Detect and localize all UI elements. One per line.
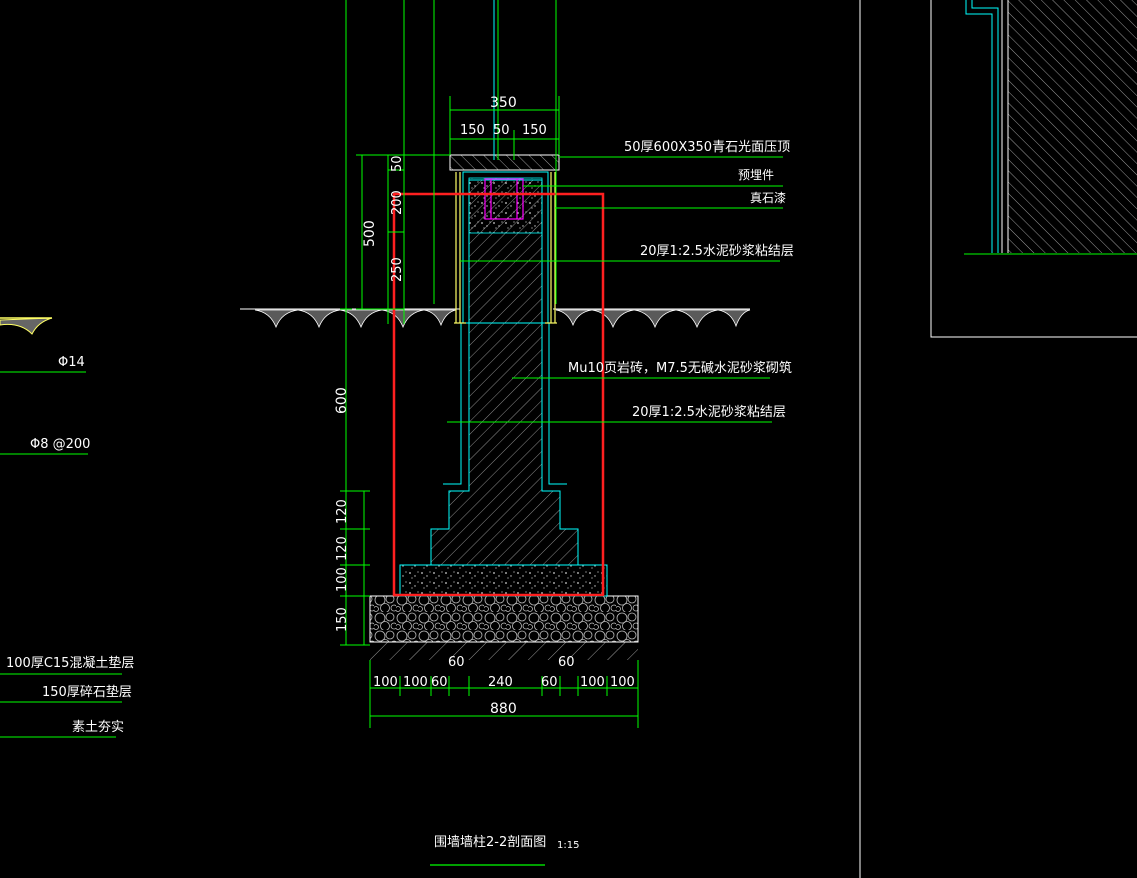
dim-step-offset-left: 60: [448, 655, 465, 670]
gravel-bed: [369, 595, 639, 643]
label-rebar-stirrup: Φ8 @200: [30, 437, 90, 452]
concrete-pad: [399, 564, 608, 597]
label-gravel-pad: 150厚碎石垫层: [42, 684, 132, 700]
dim-top-part-3: 150: [522, 123, 547, 138]
dim-left-step-2: 120: [335, 536, 350, 561]
dim-bottom-part-7: 100: [610, 675, 635, 690]
ground-surface: [240, 308, 751, 329]
label-mortar-top: 20厚1:2.5水泥砂浆粘结层: [640, 244, 794, 259]
label-soil: 素土夯实: [72, 720, 124, 735]
mortar-layer: [443, 323, 462, 485]
dim-bottom-part-4: 240: [488, 675, 513, 690]
label-rebar-main: Φ14: [58, 355, 85, 370]
dim-left-step-4: 150: [335, 607, 350, 632]
column-upper-block: [462, 171, 549, 324]
dim-bottom-part-6: 100: [580, 675, 605, 690]
label-mortar-bottom: 20厚1:2.5水泥砂浆粘结层: [632, 405, 786, 420]
adjacent-view: [859, 0, 1137, 878]
leader-lines: [447, 156, 783, 423]
label-stone-paint: 真石漆: [750, 191, 786, 205]
adjacent-drawing-left: [0, 317, 122, 738]
embedded-part: [484, 178, 524, 220]
dim-bottom-part-5: 60: [541, 675, 558, 690]
bluestone-cap: [449, 154, 560, 171]
dim-left-below-ground: 600: [334, 387, 350, 414]
dimension-bottom: [369, 660, 639, 728]
dim-bottom-total: 880: [490, 701, 517, 717]
dim-left-part-2: 200: [390, 190, 405, 215]
dim-bottom-part-1: 100: [373, 675, 398, 690]
compacted-soil: [370, 642, 638, 660]
highlight-box[interactable]: [392, 192, 605, 597]
dim-left-total: 500: [362, 220, 378, 247]
dim-bottom-part-3: 60: [431, 675, 448, 690]
drawing-scale: 1:15: [557, 840, 579, 851]
drawing-title: 围墙墙柱2-2剖面图: [434, 835, 546, 850]
dim-left-step-3: 100: [335, 567, 350, 592]
dim-top-total: 350: [490, 95, 517, 111]
dim-left-part-1: 50: [390, 155, 405, 172]
dim-left-step-1: 120: [335, 499, 350, 524]
label-embedded: 预埋件: [738, 168, 774, 182]
dim-bottom-part-2: 100: [403, 675, 428, 690]
dimension-left: [340, 154, 450, 646]
label-masonry: Mu10页岩砖，M7.5无碱水泥砂浆砌筑: [568, 360, 792, 376]
reference-lines: [345, 0, 557, 645]
dim-left-part-3: 250: [390, 257, 405, 282]
dim-top-part-1: 150: [460, 123, 485, 138]
dim-step-offset-right: 60: [558, 655, 575, 670]
dim-top-part-2: 50: [493, 123, 510, 138]
stone-paint-faces: [454, 172, 557, 324]
dimension-top: [449, 96, 560, 160]
label-cap: 50厚600X350青石光面压顶: [624, 140, 790, 155]
label-concrete-pad: 100厚C15混凝土垫层: [6, 655, 134, 671]
